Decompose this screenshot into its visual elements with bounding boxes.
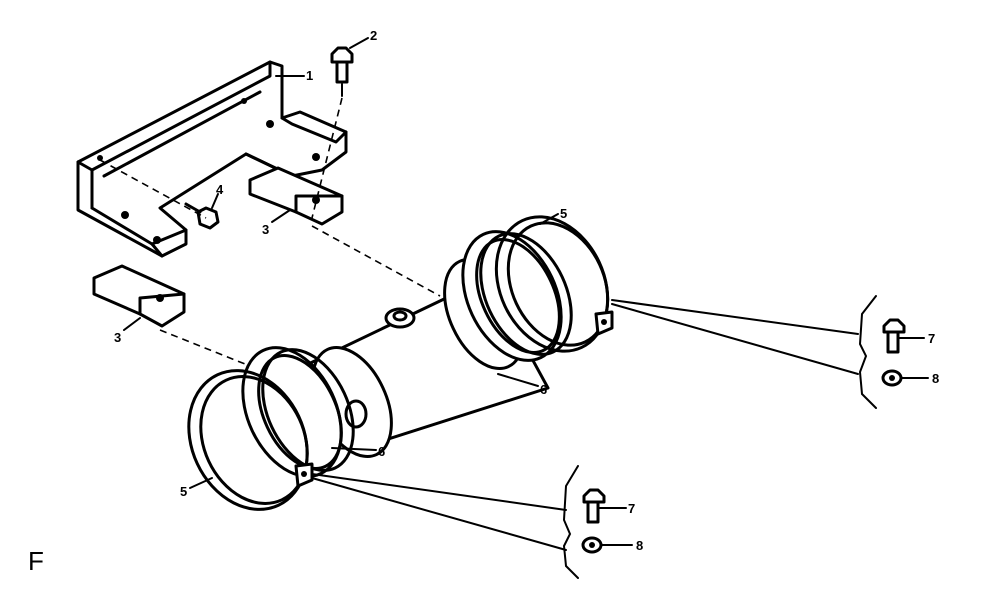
- callout-1: 1: [306, 68, 313, 83]
- callout-5-rear: 5: [560, 206, 567, 221]
- fastener-group-right: [611, 295, 906, 409]
- callout-6-rear: 6: [540, 382, 547, 397]
- figure-letter: F: [28, 546, 44, 576]
- clamp-rear: [494, 215, 614, 353]
- callout-6-front: 6: [378, 444, 385, 459]
- callout-3-upper: 3: [262, 222, 269, 237]
- bolt-part-2: [330, 46, 354, 97]
- callout-4: 4: [216, 182, 224, 197]
- callout-8-right: 8: [932, 371, 939, 386]
- clamp-front: [187, 369, 314, 511]
- callout-7-bottom: 7: [628, 501, 635, 516]
- spacer-block-lower: [92, 264, 186, 328]
- callout-2: 2: [370, 28, 377, 43]
- mounting-bracket: [76, 60, 348, 258]
- fastener-group-bottom: [311, 465, 606, 579]
- callout-7-right: 7: [928, 331, 935, 346]
- leader-lines: [123, 37, 929, 546]
- callout-labels: 1 2 3 3 4 5 5 6 6 7 7 8 8: [114, 28, 939, 553]
- bolt-part-4: [184, 202, 220, 230]
- callout-5-front: 5: [180, 484, 187, 499]
- callout-8-bottom: 8: [636, 538, 643, 553]
- spacer-block-upper: [248, 166, 344, 226]
- callout-3-lower: 3: [114, 330, 121, 345]
